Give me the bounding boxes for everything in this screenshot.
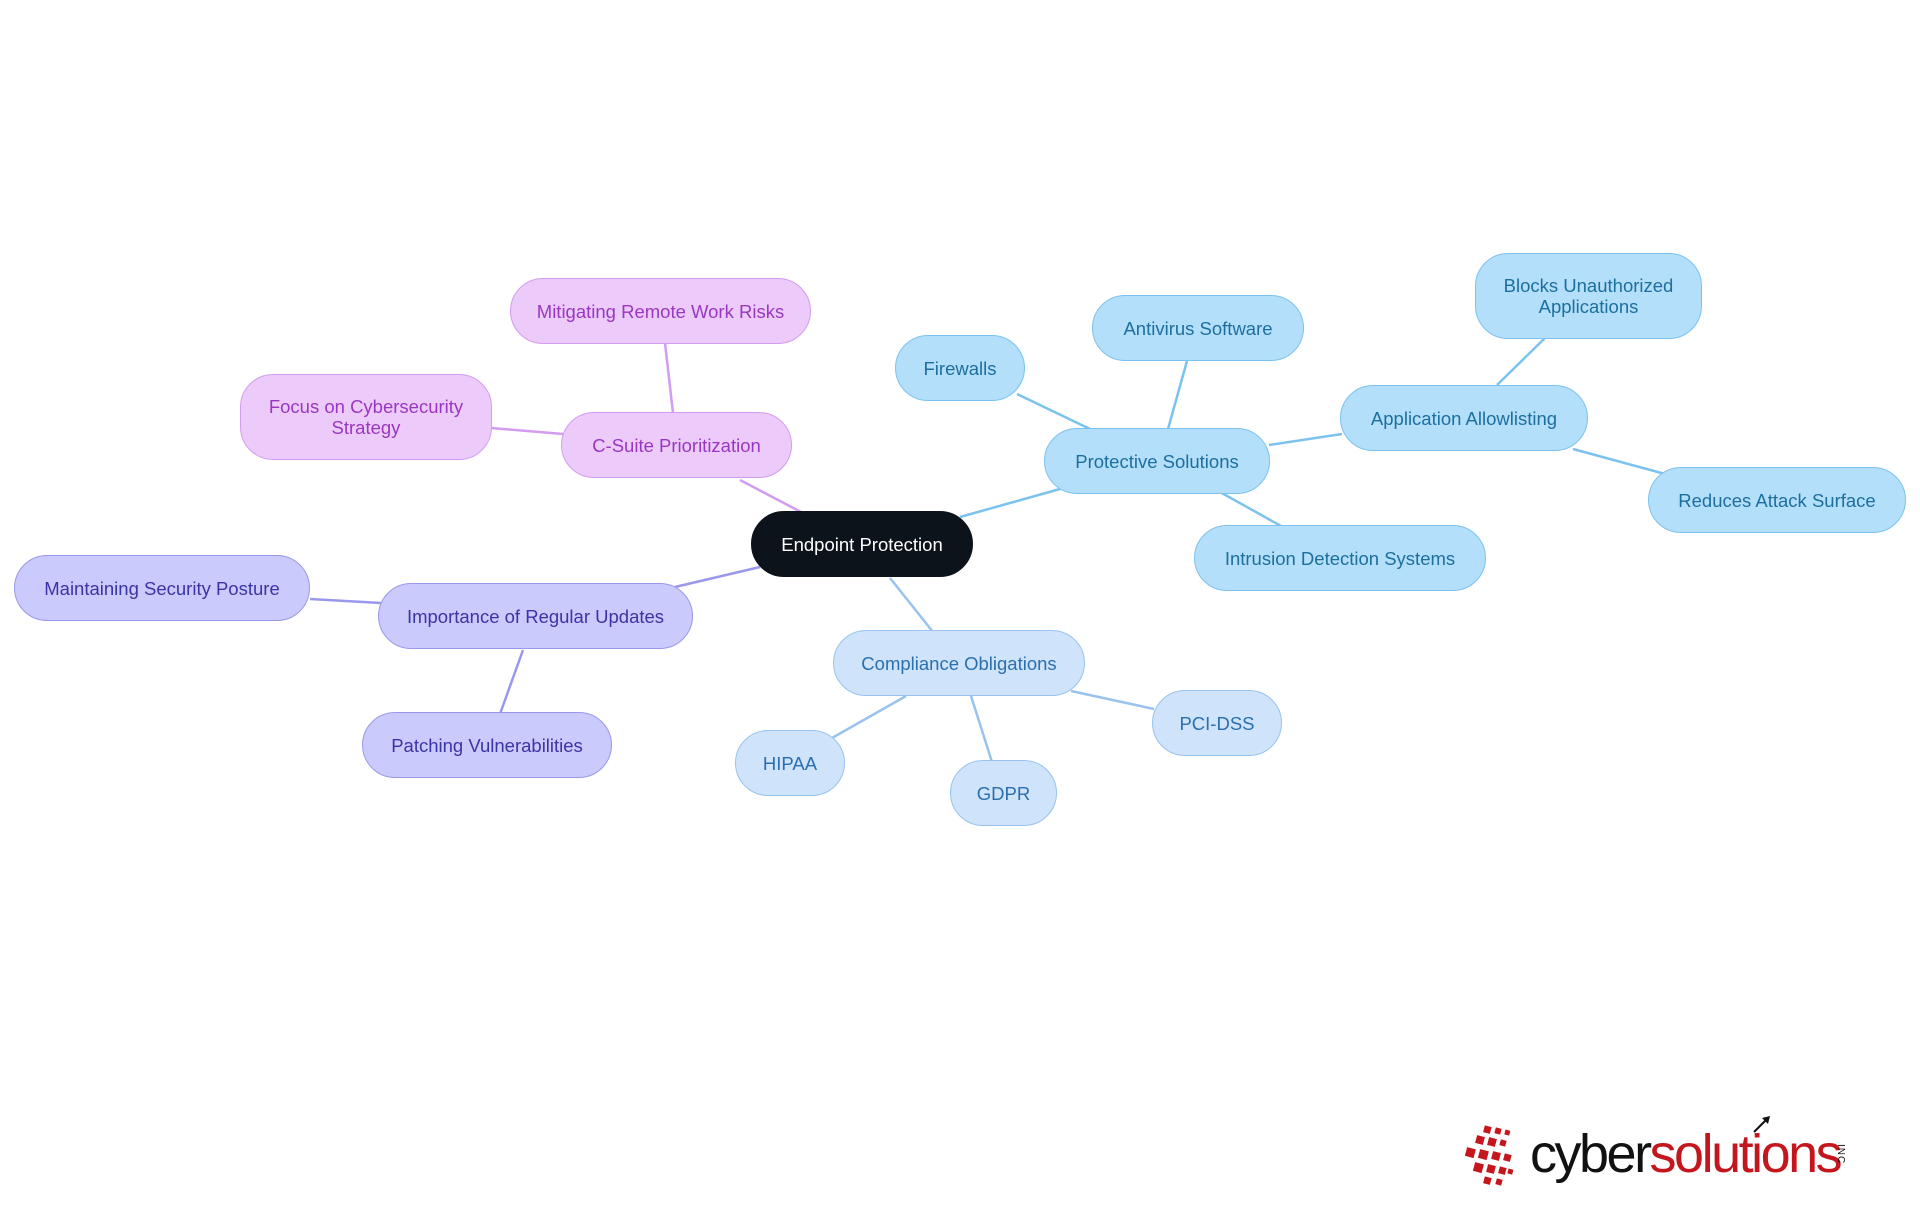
node-blocks-unauthorized-applications[interactable]: Blocks Unauthorized Applications bbox=[1475, 253, 1702, 339]
node-patching-vulnerabilities[interactable]: Patching Vulnerabilities bbox=[362, 712, 612, 778]
logo-word-solutions: solutions bbox=[1649, 1124, 1843, 1184]
edge-protective-antivirus bbox=[1166, 360, 1189, 430]
edge-root-updates bbox=[674, 565, 761, 589]
edge-allowlisting-blocks bbox=[1496, 337, 1546, 386]
node-protective-solutions[interactable]: Protective Solutions bbox=[1044, 428, 1270, 494]
cybersolutions-logo: cybersolutions INC bbox=[1462, 1116, 1862, 1192]
edge-compliance-pcidss bbox=[1070, 689, 1155, 711]
logo-wordmark: cybersolutions bbox=[1530, 1122, 1843, 1186]
node-focus-on-cybersecurity-strategy[interactable]: Focus on Cybersecurity Strategy bbox=[240, 374, 492, 460]
node-firewalls[interactable]: Firewalls bbox=[895, 335, 1025, 401]
edge-updates-maintaining bbox=[309, 597, 382, 605]
edge-compliance-hipaa bbox=[831, 694, 907, 740]
edge-protective-firewalls bbox=[1016, 392, 1091, 431]
node-antivirus-software[interactable]: Antivirus Software bbox=[1092, 295, 1304, 361]
node-importance-of-regular-updates[interactable]: Importance of Regular Updates bbox=[378, 583, 693, 649]
logo-inc-suffix: INC bbox=[1835, 1144, 1846, 1165]
edge-compliance-gdpr bbox=[969, 695, 994, 763]
node-c-suite-prioritization[interactable]: C-Suite Prioritization bbox=[561, 412, 792, 478]
logo-word-cyber: cyber bbox=[1530, 1124, 1652, 1184]
node-mitigating-remote-work-risks[interactable]: Mitigating Remote Work Risks bbox=[510, 278, 811, 344]
node-endpoint-protection[interactable]: Endpoint Protection bbox=[751, 511, 973, 577]
node-compliance-obligations[interactable]: Compliance Obligations bbox=[833, 630, 1085, 696]
node-reduces-attack-surface[interactable]: Reduces Attack Surface bbox=[1648, 467, 1906, 533]
node-application-allowlisting[interactable]: Application Allowlisting bbox=[1340, 385, 1588, 451]
node-pci-dss[interactable]: PCI-DSS bbox=[1152, 690, 1282, 756]
edge-root-protective bbox=[959, 487, 1061, 519]
arrow-cursor-icon bbox=[1753, 1116, 1770, 1133]
edge-root-compliance bbox=[889, 577, 934, 633]
node-gdpr[interactable]: GDPR bbox=[950, 760, 1057, 826]
edge-updates-patching bbox=[498, 649, 525, 715]
edge-csuite-mitigating bbox=[663, 342, 675, 414]
edge-root-csuite bbox=[739, 478, 802, 514]
node-hipaa[interactable]: HIPAA bbox=[735, 730, 845, 796]
node-maintaining-security-posture[interactable]: Maintaining Security Posture bbox=[14, 555, 310, 621]
node-intrusion-detection-systems[interactable]: Intrusion Detection Systems bbox=[1194, 525, 1486, 591]
edge-allowlisting-reduces bbox=[1572, 447, 1666, 476]
edge-protective-allowlisting bbox=[1268, 432, 1343, 447]
logo-squares-icon bbox=[1464, 1125, 1514, 1186]
edge-protective-ids bbox=[1219, 490, 1282, 528]
edge-csuite-focus bbox=[490, 426, 564, 436]
